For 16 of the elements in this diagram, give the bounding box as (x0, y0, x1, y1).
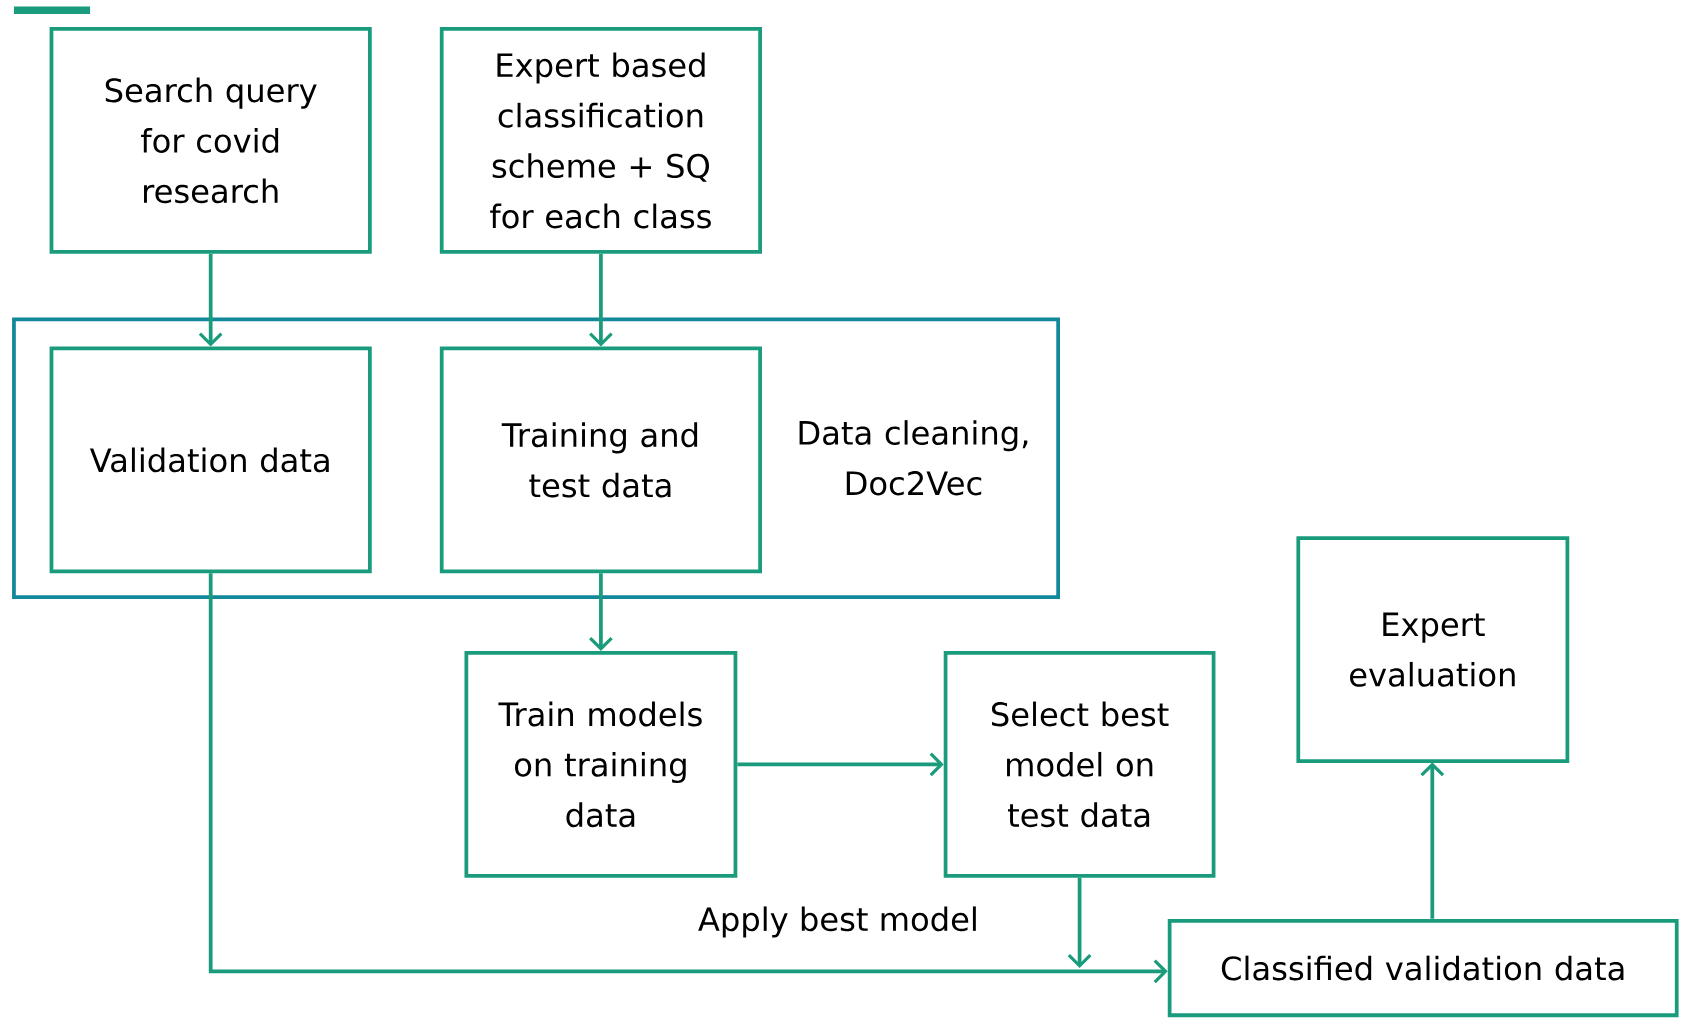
process-box: Expert based classification scheme + SQ for each class (439, 26, 762, 254)
process-box: Search query for covid research (49, 26, 372, 254)
arrow (208, 573, 1168, 983)
process-box: Training and test data (439, 346, 762, 574)
process-box: Select best model on test data (943, 650, 1216, 878)
process-box: Train models on training data (464, 650, 738, 878)
arrow (737, 752, 944, 777)
arrow (1420, 762, 1445, 919)
arrow (1067, 877, 1092, 968)
arrow (589, 573, 613, 651)
process-box: Validation data (49, 346, 372, 574)
process-box: Expert evaluation (1296, 536, 1570, 763)
arrow (589, 253, 613, 347)
arrow (198, 253, 223, 347)
edge-label: Apply best model (695, 904, 981, 940)
process-box: Classified validation data (1167, 918, 1679, 1017)
